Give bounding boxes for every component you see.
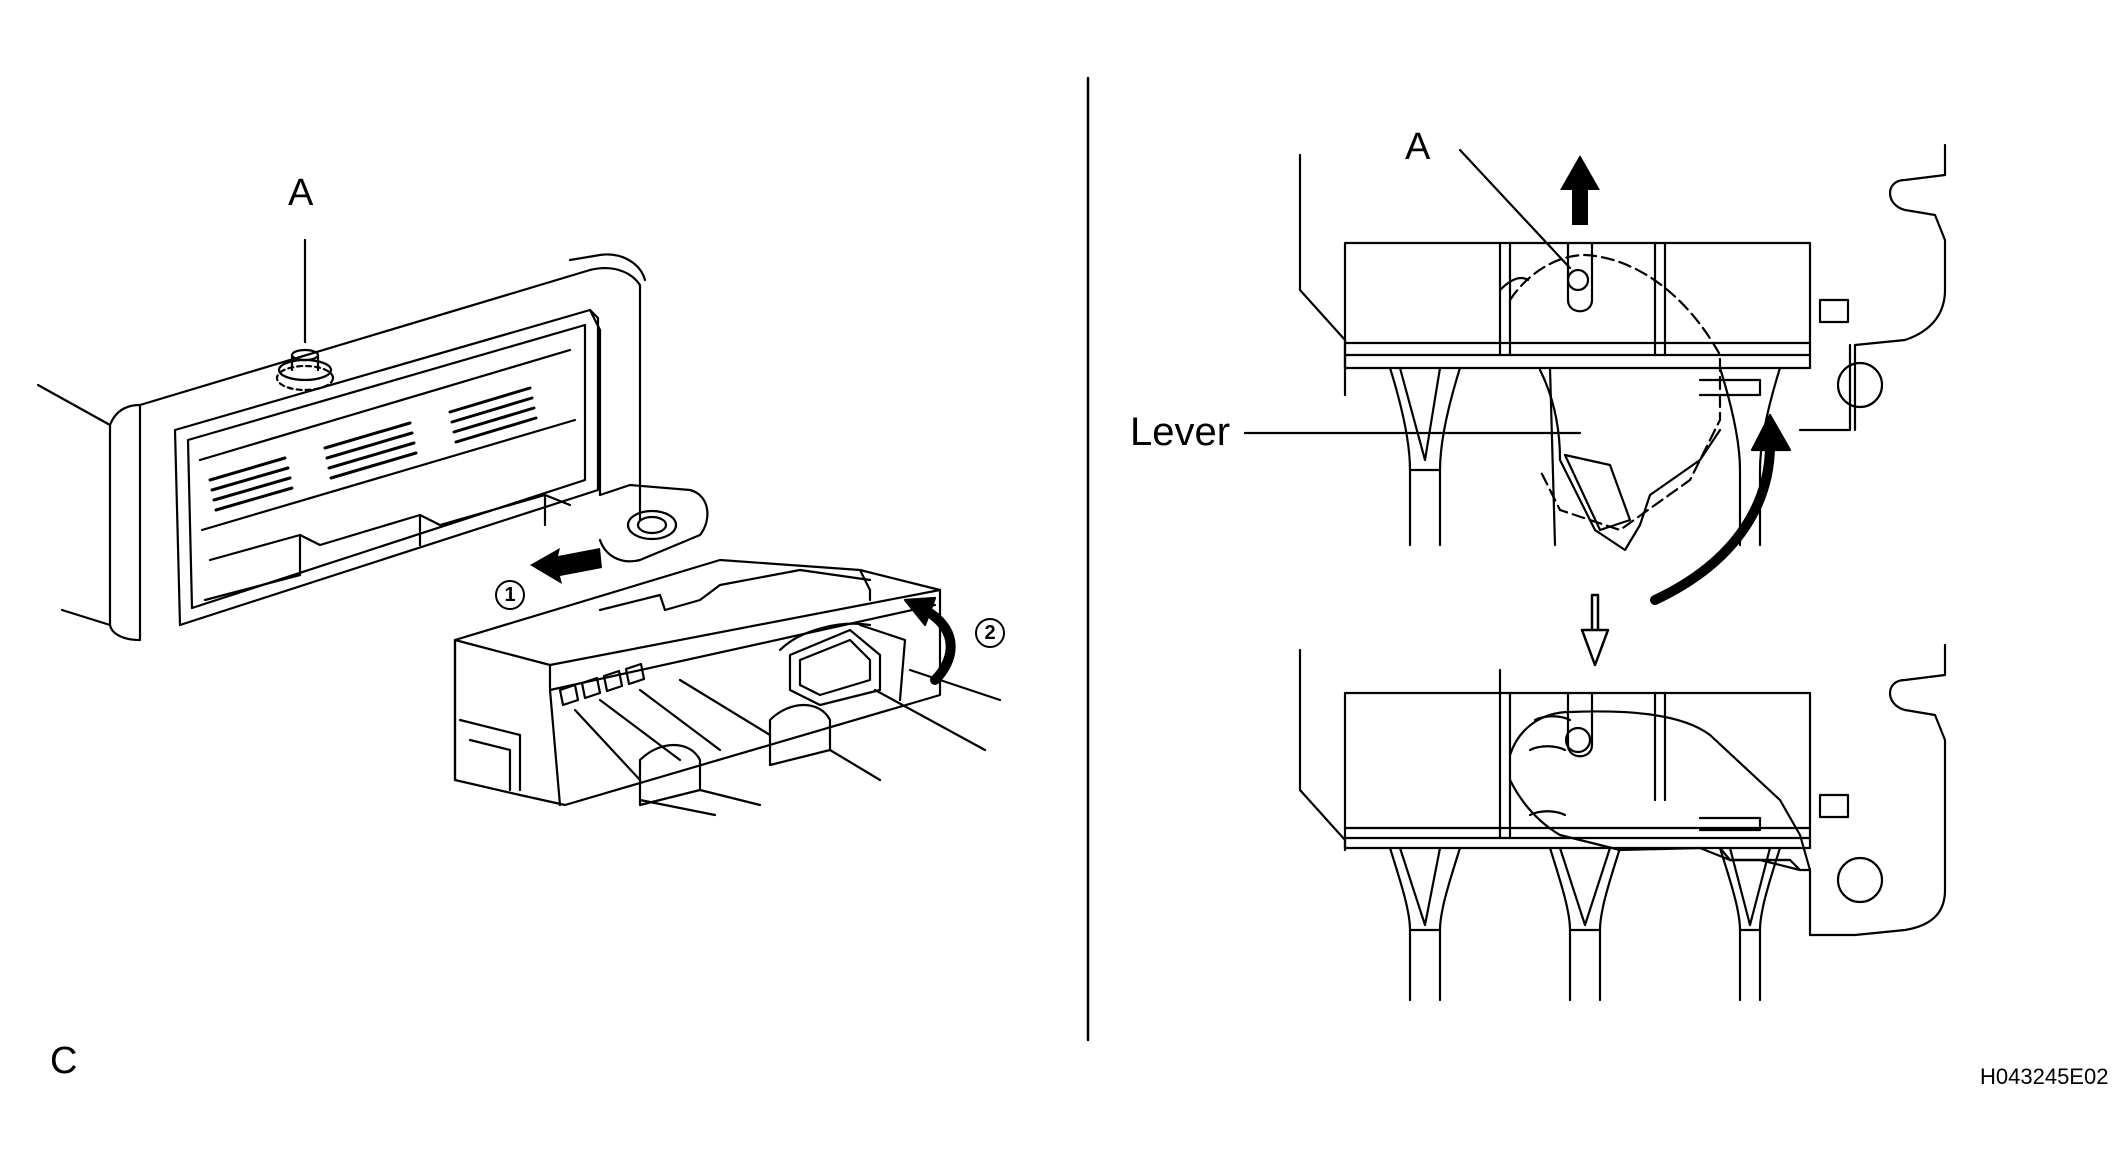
left-label-a: A bbox=[288, 172, 314, 214]
step-1-number: 1 bbox=[495, 580, 525, 610]
ecu-housing bbox=[36, 253, 709, 642]
right-a-leader bbox=[1458, 148, 1572, 270]
right-label-a: A bbox=[1405, 126, 1431, 168]
connector-cables bbox=[638, 668, 1002, 817]
down-arrow-icon bbox=[1580, 593, 1610, 667]
lever-label: Lever bbox=[1130, 410, 1231, 454]
connector-body bbox=[453, 558, 942, 807]
curved-arrow-icon bbox=[1650, 413, 1792, 605]
top-view-connector bbox=[1343, 241, 1812, 552]
bottom-view-housing bbox=[1298, 643, 1947, 937]
step-1-label: 1 bbox=[495, 580, 525, 610]
up-arrow-icon bbox=[1560, 155, 1600, 225]
step-2-label: 2 bbox=[975, 618, 1005, 648]
push-arrow-icon bbox=[530, 548, 602, 584]
step-2-number: 2 bbox=[975, 618, 1005, 648]
figure-id-label: H043245E02 bbox=[1980, 1064, 2109, 1089]
bottom-view-connector bbox=[1343, 668, 1812, 1002]
rotate-arrow-icon bbox=[903, 596, 956, 685]
panel-code-label: C bbox=[50, 1040, 78, 1082]
